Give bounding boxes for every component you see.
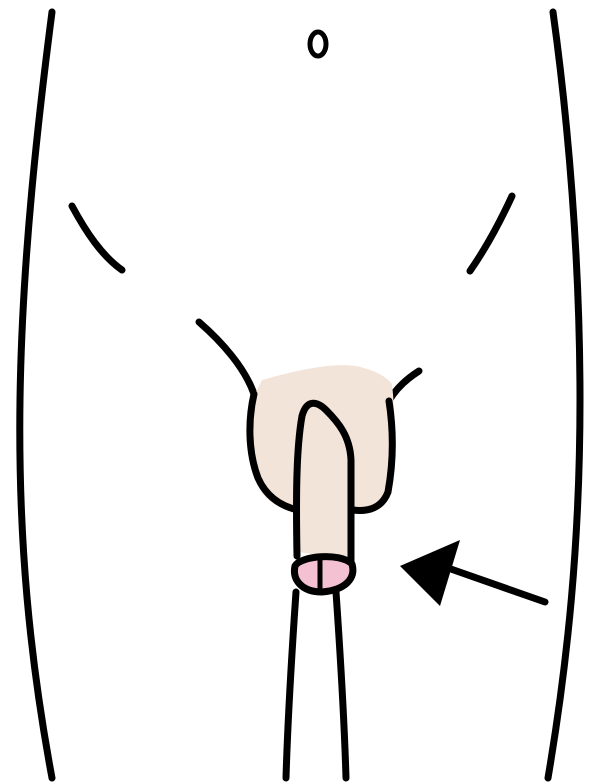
left-inner-leg (286, 592, 296, 778)
right-inner-leg (336, 592, 346, 778)
arrow-head-icon (400, 540, 460, 606)
right-groin-line (389, 371, 419, 401)
navel-icon (310, 32, 326, 56)
left-body-outline (20, 12, 52, 778)
right-hip-crease (470, 196, 512, 271)
arrow-shaft (448, 568, 545, 602)
right-body-outline (548, 12, 580, 778)
left-hip-crease (72, 206, 122, 270)
left-groin-line (199, 322, 254, 394)
